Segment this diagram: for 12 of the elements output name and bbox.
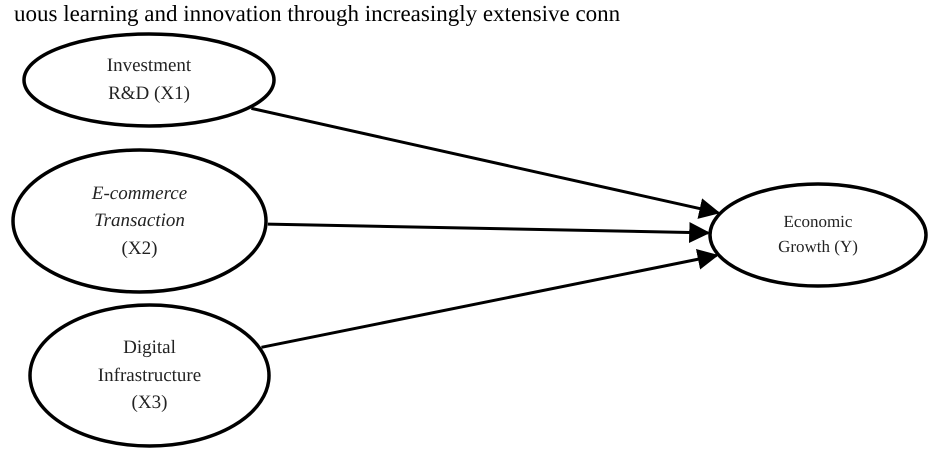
- arrow: [261, 248, 719, 349]
- ellipse-node: [22, 32, 276, 128]
- ellipse-node: [28, 303, 271, 448]
- body-text: uous learning and innovation through increasingly extensive conn: [14, 1, 620, 26]
- node-label: Economic Growth (Y): [777, 211, 859, 258]
- ellipse-node: [11, 148, 268, 294]
- node-label: Investment R&D (X1): [106, 54, 192, 106]
- arrow: [268, 222, 710, 243]
- node-label: Digital Infrastructure (X3): [96, 336, 202, 416]
- arrow: [251, 106, 720, 219]
- ellipse-node: [708, 182, 928, 288]
- node-label: E-commerce Transaction (X2): [90, 182, 188, 261]
